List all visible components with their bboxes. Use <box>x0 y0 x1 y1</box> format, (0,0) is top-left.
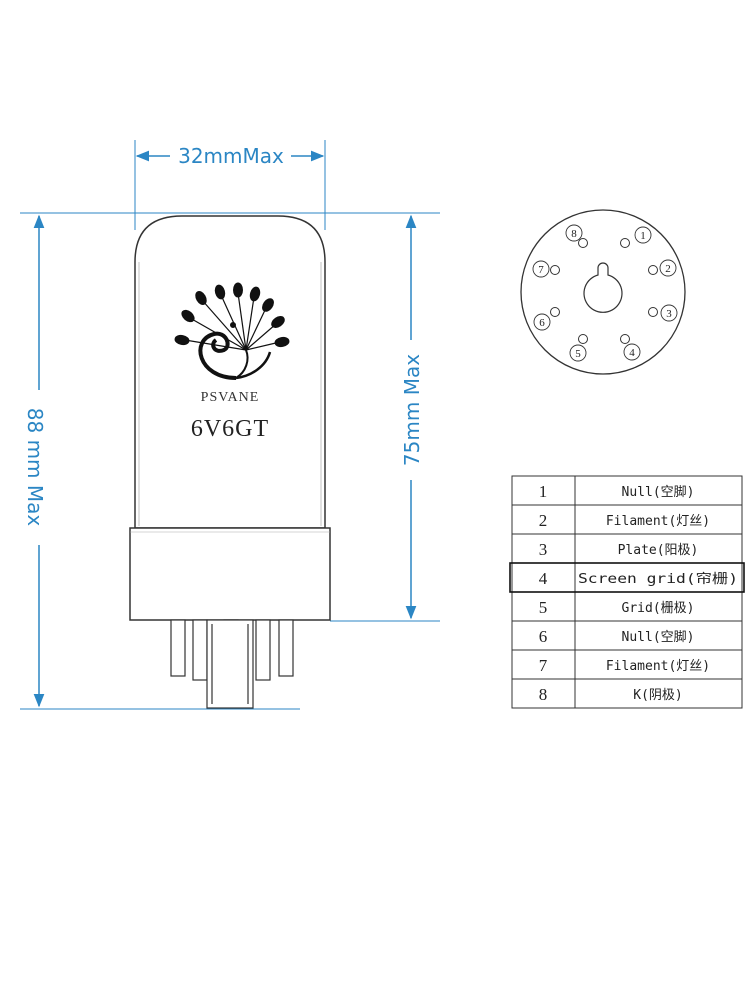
table-row: 2 Filament(灯丝) <box>539 511 710 530</box>
table-row: 4 Screen grid(帘栅) <box>539 569 738 588</box>
tube-base <box>129 527 331 621</box>
tube-pins <box>170 619 294 709</box>
glass-envelope <box>134 215 326 529</box>
svg-text:5: 5 <box>575 348 581 360</box>
table-cell-function: Grid(栅极) <box>622 601 695 616</box>
socket-pin-6: 6 <box>533 313 551 331</box>
table-cell-pin: 8 <box>539 685 548 704</box>
tube: PSVANE 6V6GT <box>129 215 331 709</box>
socket-pin-4: 4 <box>623 343 641 361</box>
table-row: 7 Filament(灯丝) <box>539 656 710 675</box>
highlighted-row <box>509 562 745 593</box>
table-row: 5 Grid(栅极) <box>539 598 695 617</box>
table-cell-pin: 5 <box>539 598 548 617</box>
svg-text:7: 7 <box>538 264 544 276</box>
svg-text:6: 6 <box>539 317 545 329</box>
table-cell-pin: 7 <box>539 656 548 675</box>
svg-text:8: 8 <box>571 228 577 240</box>
table-cell-pin: 3 <box>539 540 548 559</box>
socket-pin-1: 1 <box>634 226 652 244</box>
width-dimension-label: 32mmMax <box>178 144 284 168</box>
svg-text:4: 4 <box>629 347 635 359</box>
socket-pin-7: 7 <box>532 260 550 278</box>
table-row: 8 K(阴极) <box>539 685 683 704</box>
socket-pin-holes <box>550 238 658 344</box>
table-cell-function: Plate(阳极) <box>618 543 699 558</box>
table-row: 3 Plate(阳极) <box>539 540 699 559</box>
psvane-logo <box>174 282 290 380</box>
socket-pin-3: 3 <box>660 304 678 322</box>
svg-text:2: 2 <box>665 263 671 275</box>
table-cell-pin: 2 <box>539 511 548 530</box>
table-cell-pin: 1 <box>539 482 548 501</box>
model-label: 6V6GT <box>191 416 269 442</box>
table-cell-function: Null(空脚) <box>622 484 695 500</box>
socket-key <box>583 262 623 313</box>
table-cell-function: Screen grid(帘栅) <box>578 571 738 587</box>
socket-diagram: 1 2 3 4 5 6 7 8 <box>520 209 686 375</box>
brand-label: PSVANE <box>201 390 260 405</box>
socket-pin-8: 8 <box>565 224 583 242</box>
dimension-body: 75mm Max <box>330 214 440 622</box>
table-row: 1 Null(空脚) <box>539 482 695 501</box>
table-cell-function: Null(空脚) <box>622 629 695 645</box>
socket-pin-2: 2 <box>659 259 677 277</box>
table-cell-function: K(阴极) <box>633 688 682 703</box>
svg-text:1: 1 <box>640 230 646 242</box>
table-cell-pin: 6 <box>539 627 548 646</box>
height-dimension-label: 88 mm Max <box>23 408 47 527</box>
socket-pin-labels: 1 2 3 4 5 6 7 8 <box>532 224 678 362</box>
table-cell-function: Filament(灯丝) <box>606 659 710 674</box>
table-cell-pin: 4 <box>539 569 548 588</box>
svg-text:3: 3 <box>666 308 672 320</box>
dimension-height: 88 mm Max <box>20 212 440 710</box>
table-row: 6 Null(空脚) <box>539 627 695 646</box>
socket-pin-5: 5 <box>569 344 587 362</box>
table-cell-function: Filament(灯丝) <box>606 514 710 529</box>
dimension-width: 32mmMax <box>134 140 326 230</box>
body-dimension-label: 75mm Max <box>400 354 424 466</box>
